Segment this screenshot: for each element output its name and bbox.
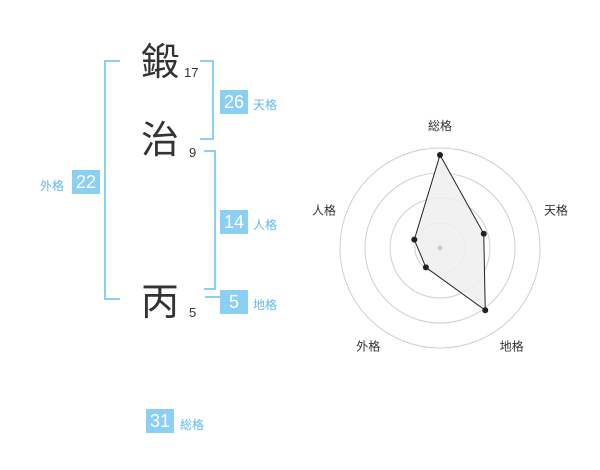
chikaku-value: 5 xyxy=(220,290,248,314)
name-char-1: 鍛 xyxy=(141,40,180,84)
stroke-count-1: 17 xyxy=(184,65,199,80)
radar-axis-label: 総格 xyxy=(428,118,452,133)
jinkaku-label: 人格 xyxy=(253,218,278,232)
jinkaku-bracket xyxy=(204,150,216,290)
radar-axis-label: 外格 xyxy=(356,339,380,354)
gaikaku-value: 22 xyxy=(72,170,100,194)
chikaku-label: 地格 xyxy=(253,298,278,312)
outer-left-bracket xyxy=(104,60,120,300)
jinkaku-value: 14 xyxy=(220,210,248,234)
radar-point xyxy=(422,264,429,271)
radar-axis-label: 地格 xyxy=(500,339,524,354)
radar-point xyxy=(480,230,487,237)
chikaku-connector xyxy=(205,296,221,298)
stroke-count-3: 5 xyxy=(189,305,197,320)
radar-point xyxy=(437,152,443,158)
radar-point xyxy=(482,307,489,314)
name-char-3: 丙 xyxy=(141,280,180,324)
name-char-2: 治 xyxy=(141,118,180,162)
radar-axis-label: 人格 xyxy=(312,202,336,217)
radar-center xyxy=(437,245,443,251)
radar-ring xyxy=(339,147,541,349)
tenkaku-label: 天格 xyxy=(253,98,278,112)
tenkaku-bracket xyxy=(200,60,214,140)
radar-axis-label: 天格 xyxy=(544,202,568,217)
radar-polygon xyxy=(413,153,486,312)
soukaku-label: 総格 xyxy=(180,418,205,432)
radar-point xyxy=(411,236,418,243)
stroke-count-2: 9 xyxy=(189,145,197,160)
soukaku-value: 31 xyxy=(146,409,174,433)
gaikaku-label: 外格 xyxy=(40,179,65,193)
tenkaku-value: 26 xyxy=(220,90,248,114)
